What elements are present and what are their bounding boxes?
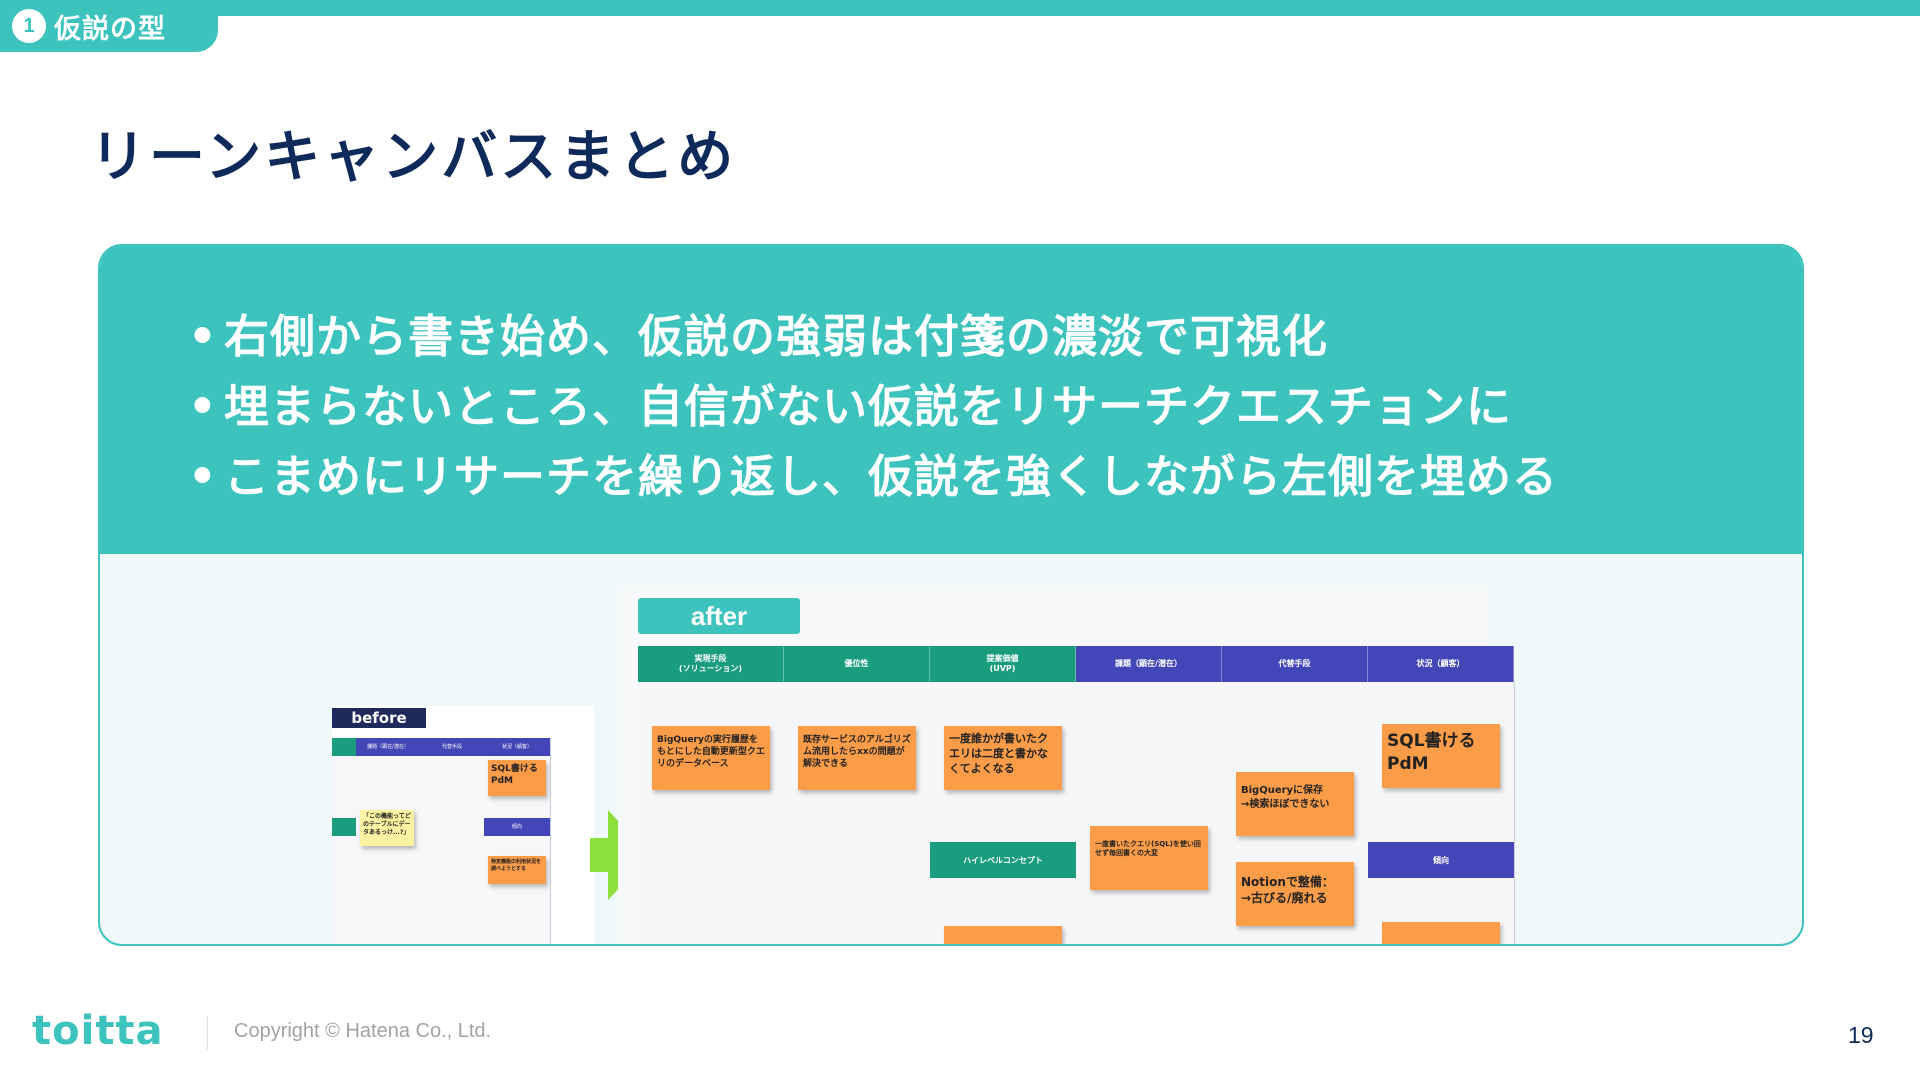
bullet-item: •右側から書き始め、仮説の強弱は付箋の濃淡で可視化 (188, 302, 1558, 372)
canvas-subheader: 傾向 (1368, 842, 1514, 878)
sticky-note: SQL書ける PdM (1382, 724, 1500, 788)
bullet-text: こまめにリサーチを繰り返し、仮説を強くしながら左側を埋める (224, 450, 1559, 503)
canvas-header: 課題（顕在/潜在） (1076, 646, 1222, 682)
sticky-note: 特定機能の利用状況を調べようとする (488, 856, 546, 884)
canvas-column (420, 738, 485, 944)
canvas-column (784, 682, 931, 944)
canvas-header: 提案価値 (UVP) (930, 646, 1076, 682)
sticky-note: SQL書ける PdM (488, 760, 546, 796)
bullet-item: •埋まらないところ、自信がない仮説をリサーチクエスチョンに (188, 372, 1558, 442)
sticky-note: 既存サービスのアルゴリズム流用したらxxの問題が解決できる (798, 726, 916, 790)
sticky-note-partial (1382, 922, 1500, 944)
bullet-text: 右側から書き始め、仮説の強弱は付箋の濃淡で可視化 (224, 310, 1329, 363)
section-tab: 1 仮説の型 (0, 0, 218, 52)
canvas-header: 課題（顕在/潜在） (356, 738, 420, 756)
bullet-text: 埋まらないところ、自信がない仮説をリサーチクエスチョンに (224, 380, 1513, 433)
canvas-column (1076, 682, 1223, 944)
canvas-column (1368, 682, 1515, 944)
sticky-note: 一度誰かが書いたクエリは二度と書かなくてよくなる (944, 726, 1062, 790)
bullet-marker: • (188, 450, 218, 503)
sticky-note: 「この機能ってどのテーブルにデータあるっけ...?」 (360, 810, 414, 846)
canvas-column (638, 682, 785, 944)
section-number-badge: 1 (12, 9, 46, 43)
canvas-header: 優位性 (784, 646, 930, 682)
bullet-list: •右側から書き始め、仮説の強弱は付箋の濃淡で可視化 •埋まらないところ、自信がな… (188, 302, 1558, 512)
section-label: 仮説の型 (54, 13, 166, 45)
canvas-header: 実現手段 (ソリューション) (638, 646, 784, 682)
canvas-column (332, 738, 357, 944)
footer-divider (207, 1016, 208, 1050)
bullet-marker: • (188, 380, 218, 433)
canvas-header: 代替手段 (1222, 646, 1368, 682)
canvas-header (332, 738, 356, 756)
canvas-header: 状況（顧客） (1368, 646, 1514, 682)
before-tag: before (332, 708, 426, 728)
page-title: リーンキャンバスまとめ (90, 125, 737, 190)
copyright-text: Copyright © Hatena Co., Ltd. (234, 1020, 492, 1042)
sticky-note: Notionで整備： →古びる/廃れる (1236, 862, 1354, 926)
panel-header: •右側から書き始め、仮説の強弱は付箋の濃淡で可視化 •埋まらないところ、自信がな… (100, 246, 1802, 554)
after-tag: after (638, 598, 800, 634)
canvas-header: 代替手段 (420, 738, 484, 756)
canvas-subheader: ハイレベルコンセプト (930, 842, 1076, 878)
bullet-item: •こまめにリサーチを繰り返し、仮説を強くしながら左側を埋める (188, 442, 1558, 512)
canvas-header: 状況（顧客） (484, 738, 550, 756)
before-canvas-image: 課題（顕在/潜在） 代替手段 状況（顧客） 傾向 SQL書ける PdM 「この機… (332, 706, 594, 944)
bullet-marker: • (188, 310, 218, 363)
sticky-note: 一度書いたクエリ(SQL)を使い回せず毎回書くの大変 (1090, 826, 1208, 890)
content-panel: •右側から書き始め、仮説の強弱は付箋の濃淡で可視化 •埋まらないところ、自信がな… (98, 244, 1804, 946)
top-accent-bar (0, 0, 1920, 16)
sticky-note: BigQueryに保存 →検索ほぼできない (1236, 772, 1354, 836)
canvas-subheader: 傾向 (484, 818, 550, 836)
page-number: 19 (1848, 1022, 1874, 1048)
canvas-subheader (332, 818, 356, 836)
sticky-note: BigQueryの実行履歴をもとにした自動更新型クエリのデータベース (652, 726, 770, 790)
canvas-column (930, 682, 1077, 944)
sticky-note-partial (944, 926, 1062, 944)
toitta-logo: toitta (32, 1008, 164, 1054)
